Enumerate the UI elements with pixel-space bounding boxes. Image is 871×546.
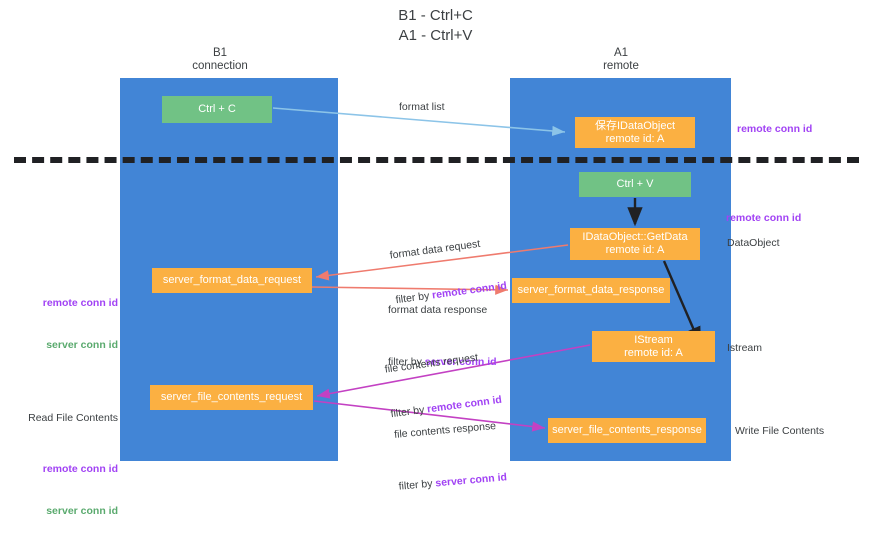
- label-right-istream: Istream: [727, 342, 763, 354]
- caption-file-contents-response: file contents response filter by server …: [391, 389, 510, 525]
- box-idataobject[interactable]: 保存IDataObject remote id: A: [575, 117, 695, 148]
- label-right-write-file-contents: Write File Contents: [735, 425, 825, 437]
- box-server-format-data-request[interactable]: server_format_data_request: [152, 268, 312, 293]
- column-header-a1: A1 remote: [603, 47, 639, 72]
- label-left-read-file-contents-block: Read File Contents remote conn id server…: [22, 383, 118, 546]
- label-left-remote-conn-id: remote conn id: [42, 297, 118, 309]
- diagram-canvas: B1 - Ctrl+C A1 - Ctrl+V B1 connection A1…: [14, 7, 859, 517]
- box-istream[interactable]: IStream remote id: A: [592, 331, 715, 362]
- label-left-server-conn-id: server conn id: [46, 505, 118, 517]
- label-right-dataobject: DataObject: [727, 237, 780, 249]
- caption-line-main: file contents response: [393, 419, 497, 441]
- phase-divider: [14, 157, 859, 163]
- filter-prefix: filter by: [388, 356, 425, 368]
- label-right-remote-conn-id-mid: remote conn id: [726, 212, 802, 224]
- filter-key-server-conn-id: server conn id: [424, 356, 497, 368]
- box-ctrl-c[interactable]: Ctrl + C: [162, 96, 272, 123]
- label-left-server-conn-id: server conn id: [46, 339, 118, 351]
- box-ctrl-v[interactable]: Ctrl + V: [579, 172, 691, 197]
- filter-key-server-conn-id: server conn id: [434, 471, 508, 490]
- box-server-file-contents-response[interactable]: server_file_contents_response: [548, 418, 706, 443]
- page-title: B1 - Ctrl+C A1 - Ctrl+V: [398, 7, 473, 44]
- box-idataobject-getdata[interactable]: IDataObject::GetData remote id: A: [570, 228, 700, 260]
- caption-line-main: format data response: [388, 304, 488, 316]
- caption-format-data-response: format data response filter by server co…: [388, 273, 497, 400]
- box-server-file-contents-request[interactable]: server_file_contents_request: [150, 385, 313, 410]
- caption-format-list: format list: [399, 101, 445, 113]
- label-right-remote-conn-id-top: remote conn id: [737, 123, 813, 135]
- caption-line-main: file contents request: [384, 351, 479, 376]
- label-left-conn-ids-mid: remote conn id server conn id: [22, 268, 118, 380]
- column-header-b1: B1 connection: [192, 47, 248, 72]
- label-left-read-file-contents: Read File Contents: [28, 412, 118, 424]
- box-server-format-data-response[interactable]: server_format_data_response: [512, 278, 670, 303]
- caption-line-filter: filter by server conn id: [398, 470, 507, 494]
- filter-prefix: filter by: [398, 477, 436, 493]
- caption-line-main: format data request: [389, 237, 481, 262]
- caption-line-filter: filter by server conn id: [388, 355, 497, 370]
- label-left-remote-conn-id: remote conn id: [42, 463, 118, 475]
